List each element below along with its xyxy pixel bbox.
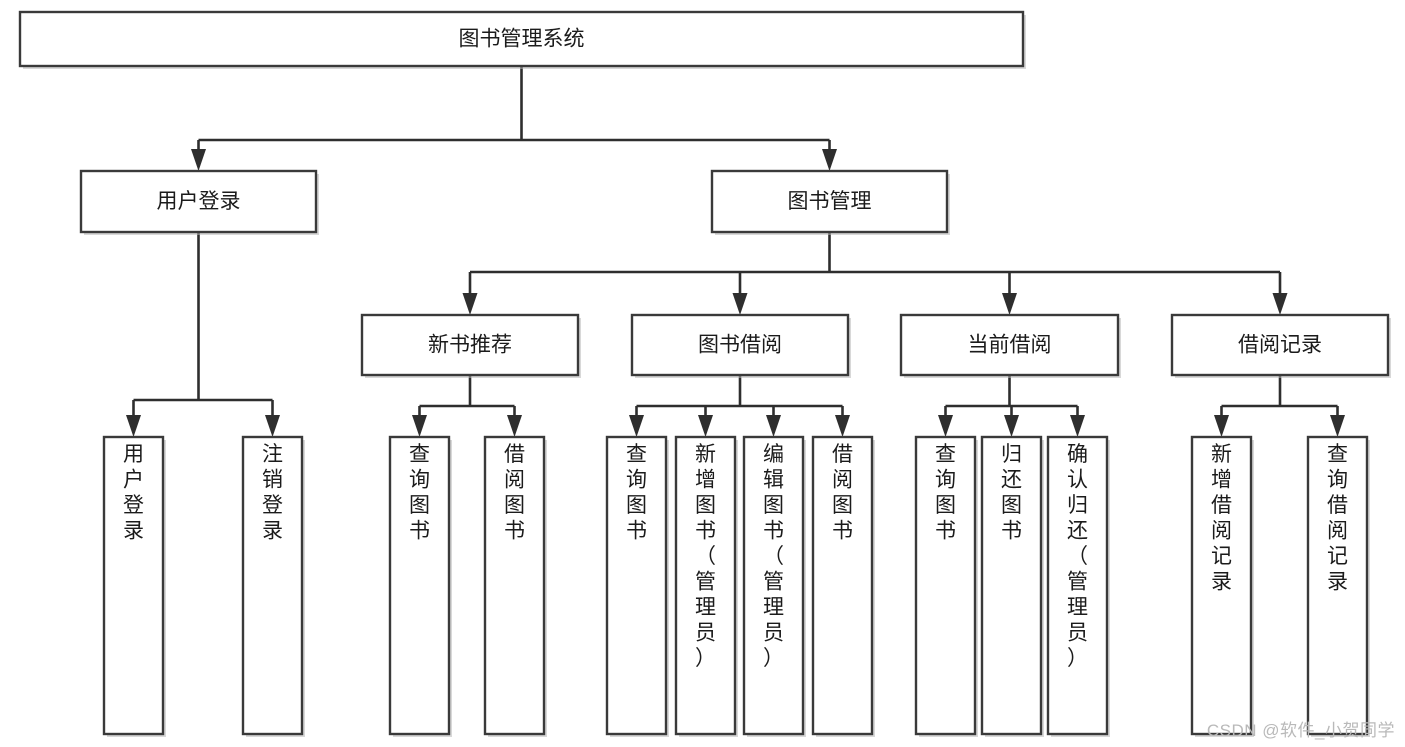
- arrow-head-icon: [698, 415, 713, 437]
- node-border: [483, 435, 546, 736]
- arrow-head-icon: [1070, 415, 1085, 437]
- node-label: 用户登录: [123, 443, 144, 543]
- node-leaf-user-login[interactable]: 用户登录: [102, 435, 166, 737]
- arrow-head-icon: [938, 415, 953, 437]
- node-border: [710, 169, 949, 234]
- node-leaf-rec-query[interactable]: 查询图书: [388, 435, 452, 737]
- node-border: [674, 435, 737, 736]
- arrow-head-icon: [822, 149, 837, 171]
- node-border: [388, 435, 451, 736]
- arrow-head-icon: [732, 293, 748, 315]
- node-border: [1046, 435, 1109, 736]
- node-leaf-cur-query[interactable]: 查询图书: [914, 435, 978, 737]
- node-label: 查询图书: [409, 443, 430, 543]
- arrow-head-icon: [766, 415, 781, 437]
- arrow-head-icon: [1330, 415, 1345, 437]
- arrow-head-icon: [462, 293, 478, 315]
- node-label: 查询图书: [626, 443, 647, 543]
- node-border: [899, 313, 1120, 377]
- node-book-borrow[interactable]: 图书借阅: [630, 313, 851, 378]
- node-leaf-confirm-return[interactable]: 确认归还（管理员）: [1046, 435, 1110, 737]
- node-label: 注销登录: [262, 443, 283, 543]
- node-leaf-return-book[interactable]: 归还图书: [980, 435, 1044, 737]
- node-leaf-rec-borrow[interactable]: 借阅图书: [483, 435, 547, 737]
- arrow-head-icon: [126, 415, 141, 437]
- node-label: 图书管理系统: [459, 28, 585, 51]
- node-border: [811, 435, 874, 736]
- node-root[interactable]: 图书管理系统: [18, 10, 1026, 69]
- node-label: 编辑图书（管理员）: [763, 443, 784, 670]
- node-label: 图书借阅: [698, 334, 782, 357]
- csdn-watermark: CSDN @软件_小贺同学: [1206, 721, 1395, 740]
- node-label: 借阅记录: [1238, 334, 1322, 357]
- node-user-login[interactable]: 用户登录: [79, 169, 319, 235]
- node-label: 新增图书（管理员）: [695, 443, 716, 670]
- node-border: [1306, 435, 1369, 736]
- node-label: 借阅图书: [504, 443, 525, 543]
- node-label: 图书管理: [788, 190, 872, 213]
- arrow-head-icon: [1002, 293, 1017, 315]
- node-border: [360, 313, 580, 377]
- node-border: [102, 435, 165, 736]
- node-label: 查询借阅记录: [1327, 443, 1348, 594]
- node-leaf-book-edit[interactable]: 编辑图书（管理员）: [742, 435, 806, 737]
- node-border: [79, 169, 318, 234]
- node-border: [980, 435, 1043, 736]
- arrow-head-icon: [1004, 415, 1019, 437]
- node-label: 新书推荐: [428, 334, 512, 357]
- node-leaf-logout[interactable]: 注销登录: [241, 435, 305, 737]
- connector-layer: [126, 66, 1345, 437]
- node-border: [241, 435, 304, 736]
- arrow-head-icon: [1214, 415, 1229, 437]
- node-new-book-rec[interactable]: 新书推荐: [360, 313, 581, 378]
- node-leaf-borrow-book[interactable]: 借阅图书: [811, 435, 875, 737]
- node-label: 确认归还（管理员）: [1067, 443, 1088, 670]
- arrow-head-icon: [412, 415, 427, 437]
- node-borrow-record[interactable]: 借阅记录: [1170, 313, 1391, 378]
- node-book-manage[interactable]: 图书管理: [710, 169, 950, 235]
- node-label: 归还图书: [1001, 443, 1022, 543]
- node-label: 当前借阅: [968, 334, 1052, 357]
- node-label: 借阅图书: [832, 443, 853, 543]
- arrow-head-icon: [265, 415, 280, 437]
- arrow-head-icon: [1272, 293, 1288, 315]
- node-label: 查询图书: [935, 443, 956, 543]
- node-leaf-book-add[interactable]: 新增图书（管理员）: [674, 435, 738, 737]
- arrow-head-icon: [507, 415, 522, 437]
- node-leaf-record-query[interactable]: 查询借阅记录: [1306, 435, 1370, 737]
- node-border: [914, 435, 977, 736]
- node-current-borrow[interactable]: 当前借阅: [899, 313, 1121, 378]
- node-border: [742, 435, 805, 736]
- node-layer: 图书管理系统用户登录图书管理新书推荐图书借阅当前借阅借阅记录用户登录注销登录查询…: [18, 10, 1391, 737]
- arrow-head-icon: [629, 415, 644, 437]
- arrow-head-icon: [835, 415, 850, 437]
- node-border: [630, 313, 850, 377]
- node-label: 新增借阅记录: [1211, 443, 1232, 594]
- arrow-head-icon: [191, 149, 206, 171]
- node-border: [1190, 435, 1253, 736]
- node-border: [18, 10, 1025, 68]
- node-leaf-borrow-query[interactable]: 查询图书: [605, 435, 669, 737]
- node-label: 用户登录: [157, 190, 241, 213]
- node-border: [1170, 313, 1390, 377]
- node-leaf-record-add[interactable]: 新增借阅记录: [1190, 435, 1254, 737]
- node-border: [605, 435, 668, 736]
